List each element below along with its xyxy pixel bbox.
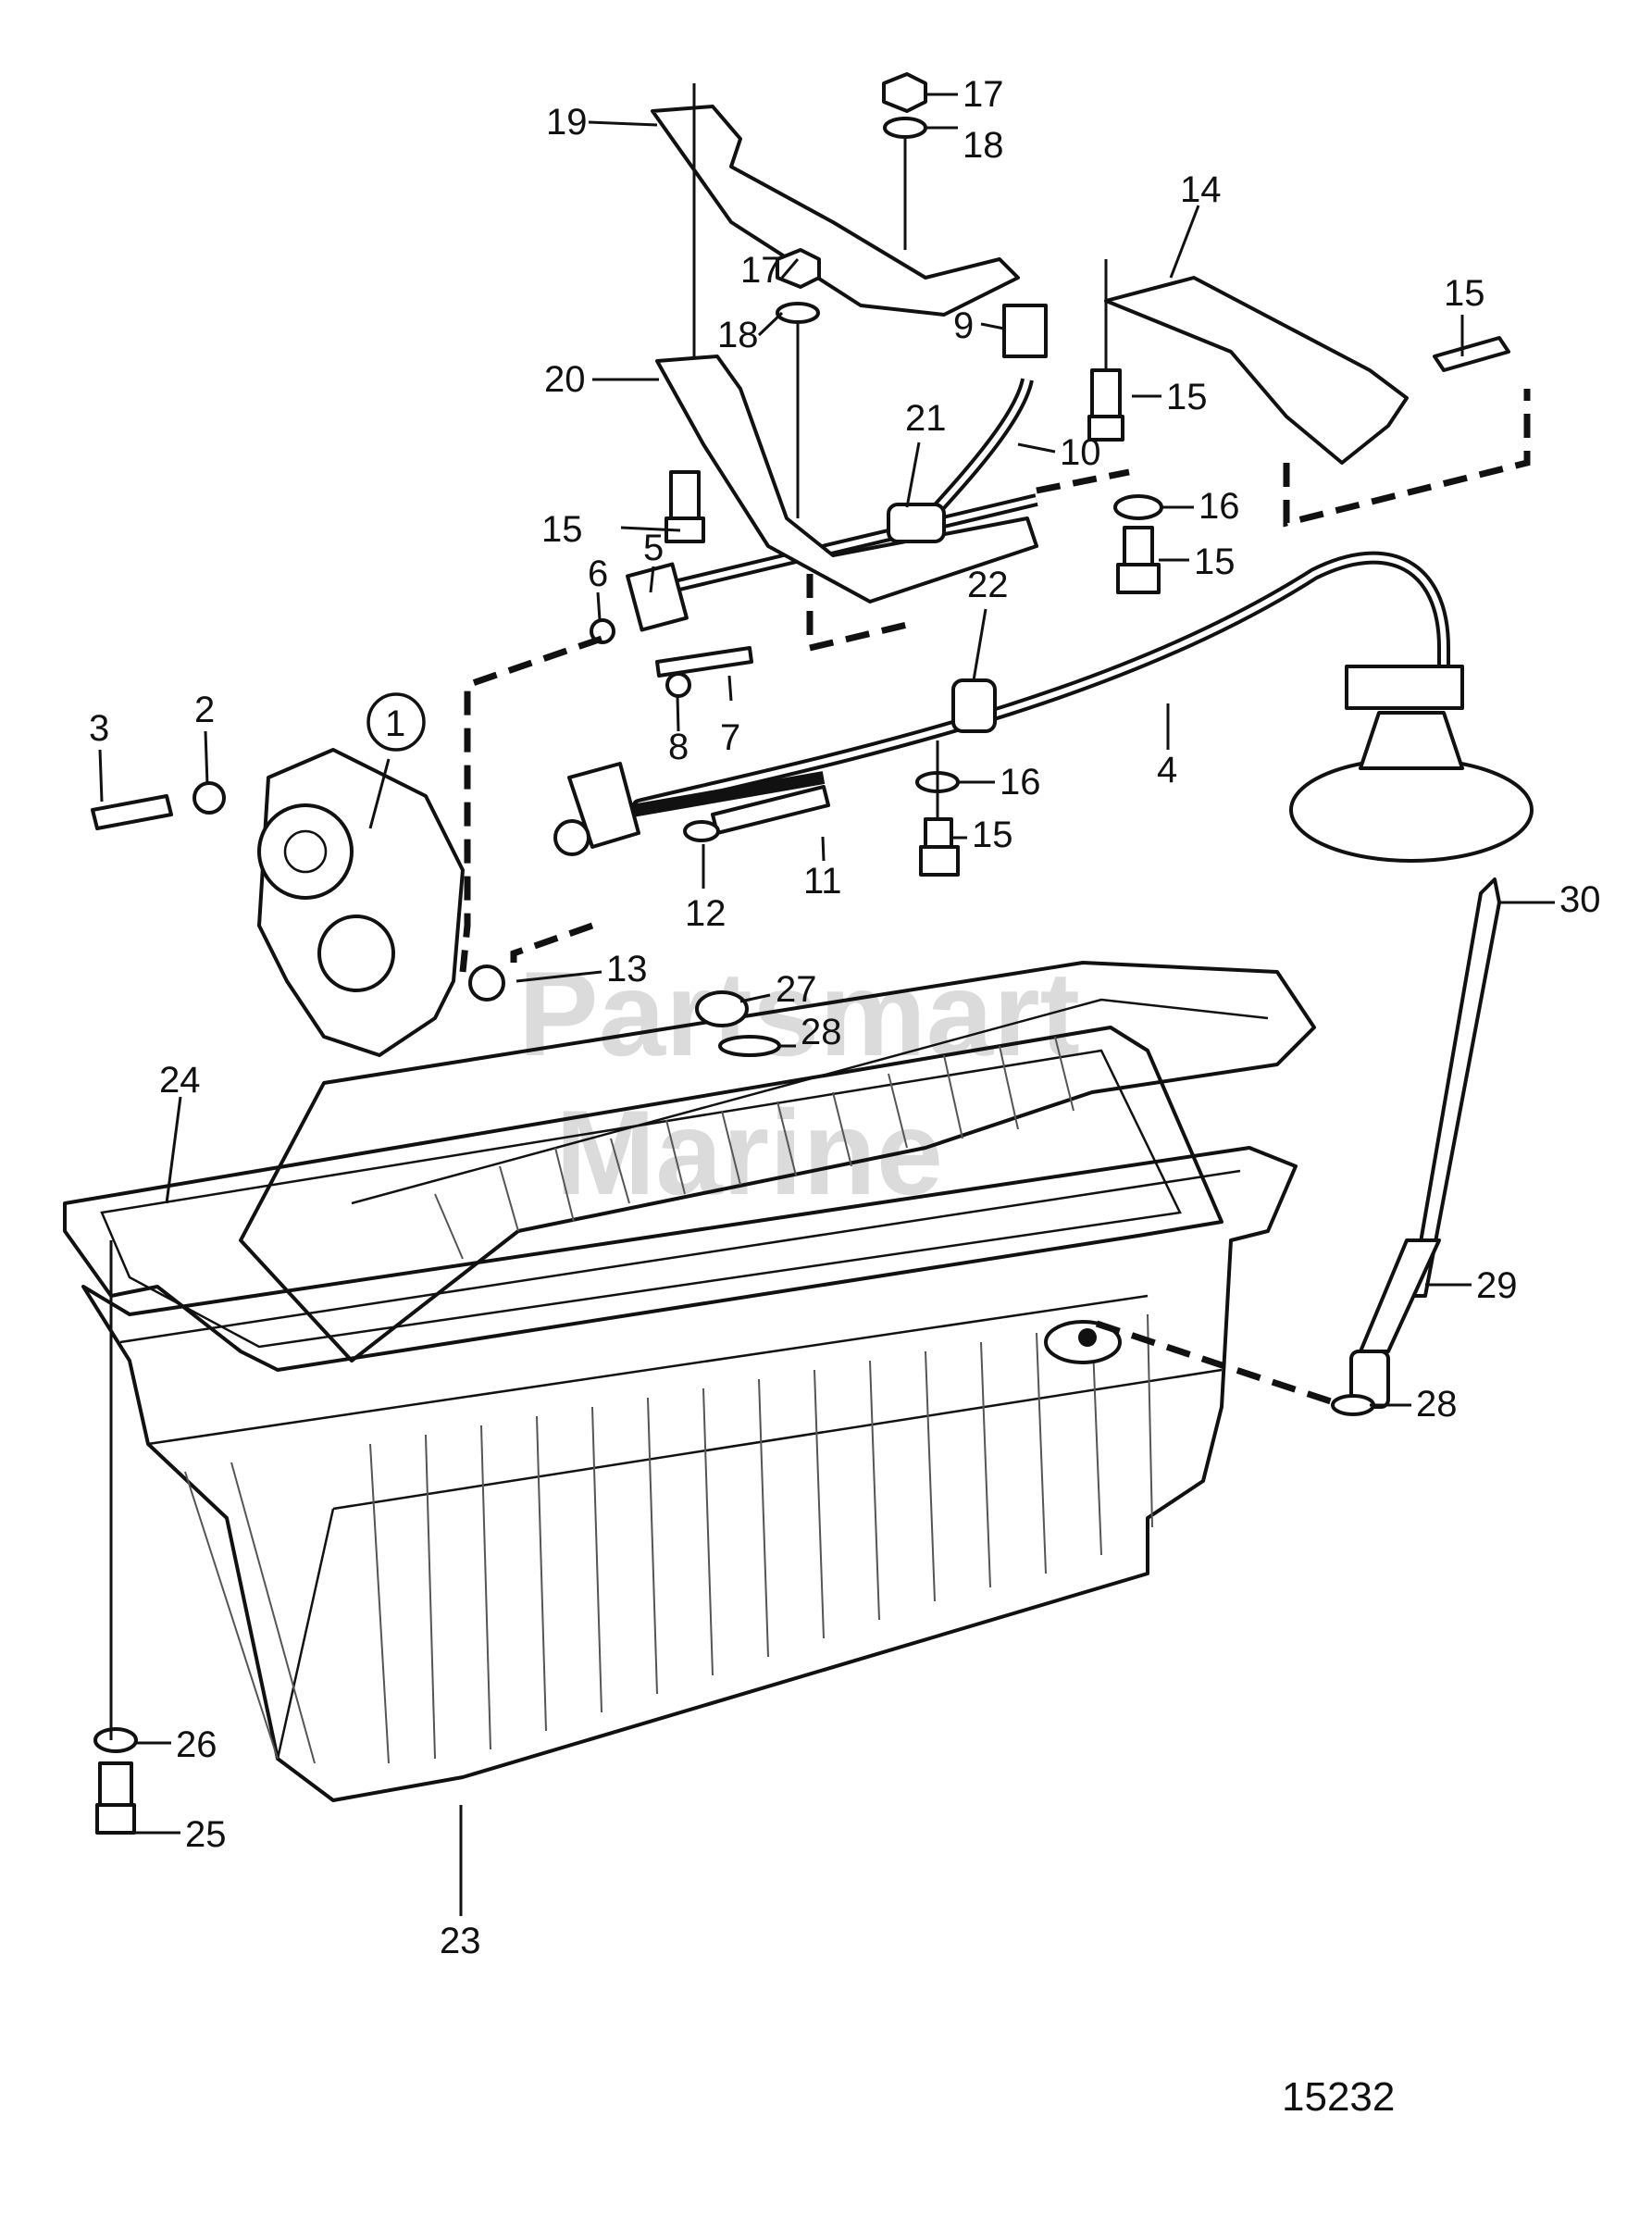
callout-19: 19 xyxy=(546,102,588,143)
crankcase-ribbed-section xyxy=(239,961,1316,1363)
callout-4: 4 xyxy=(1157,750,1177,790)
callout-15-c: 15 xyxy=(1194,541,1236,582)
callout-9: 9 xyxy=(953,305,974,346)
assembly-lines xyxy=(109,83,1531,1740)
callout-28-b: 28 xyxy=(1416,1384,1458,1425)
callout-22: 22 xyxy=(967,565,1009,605)
callout-5: 5 xyxy=(643,528,664,568)
callout-16-b: 16 xyxy=(1000,762,1041,803)
watermark-line-2: Marine xyxy=(555,1085,943,1220)
callout-29: 29 xyxy=(1476,1265,1518,1306)
oil-pan-ribs xyxy=(184,1313,1153,1764)
callout-2: 2 xyxy=(194,690,215,730)
callout-7: 7 xyxy=(720,717,740,758)
callout-15-a: 15 xyxy=(1166,377,1208,417)
watermark-line-1: Partsmart xyxy=(518,946,1080,1081)
callout-15-d: 15 xyxy=(972,815,1013,855)
callout-28-a: 28 xyxy=(801,1012,842,1052)
callout-leaders xyxy=(98,93,1555,1916)
callout-labels: 1 2 3 4 5 6 7 8 9 10 11 12 13 14 15 15 1… xyxy=(89,74,1601,1961)
callout-16-a: 16 xyxy=(1199,486,1240,527)
callout-11: 11 xyxy=(803,861,842,902)
dipstick xyxy=(1331,877,1501,1416)
callout-20: 20 xyxy=(544,359,586,400)
callout-23: 23 xyxy=(440,1921,481,1961)
diagram-reference-number: 15232 xyxy=(1282,2074,1395,2120)
clamp-22 xyxy=(951,678,997,733)
callout-14: 14 xyxy=(1180,169,1222,210)
oil-pump xyxy=(257,748,465,1057)
callout-25: 25 xyxy=(185,1814,227,1855)
bracket-19 xyxy=(651,105,1020,317)
bracket-14 xyxy=(1104,276,1409,465)
callout-15-b: 15 xyxy=(541,509,583,550)
callout-6: 6 xyxy=(588,554,608,594)
callout-10: 10 xyxy=(1060,432,1101,473)
oil-pan xyxy=(81,1146,1298,1802)
callout-15-e: 15 xyxy=(1444,273,1485,314)
callout-1: 1 xyxy=(385,703,405,744)
callout-27: 27 xyxy=(776,969,817,1010)
callout-12: 12 xyxy=(685,893,727,934)
oil-pickup-tube xyxy=(632,551,1534,863)
clamp-21 xyxy=(887,503,946,543)
callout-24: 24 xyxy=(159,1060,201,1101)
callout-3: 3 xyxy=(89,708,109,749)
oil-pan-gasket xyxy=(63,1026,1223,1372)
callout-26: 26 xyxy=(176,1724,217,1765)
callout-1-circle xyxy=(366,692,426,752)
callout-17-b: 17 xyxy=(740,250,782,291)
oil-pipe-flange xyxy=(553,762,826,856)
callout-18-b: 18 xyxy=(717,315,759,355)
callout-18-a: 18 xyxy=(963,125,1004,166)
oil-pipe-upper xyxy=(626,493,1038,632)
callout-21: 21 xyxy=(905,398,947,439)
callout-13: 13 xyxy=(606,949,648,989)
callout-30: 30 xyxy=(1559,879,1601,920)
callout-17-a: 17 xyxy=(963,74,1004,115)
callout-8: 8 xyxy=(668,727,689,767)
